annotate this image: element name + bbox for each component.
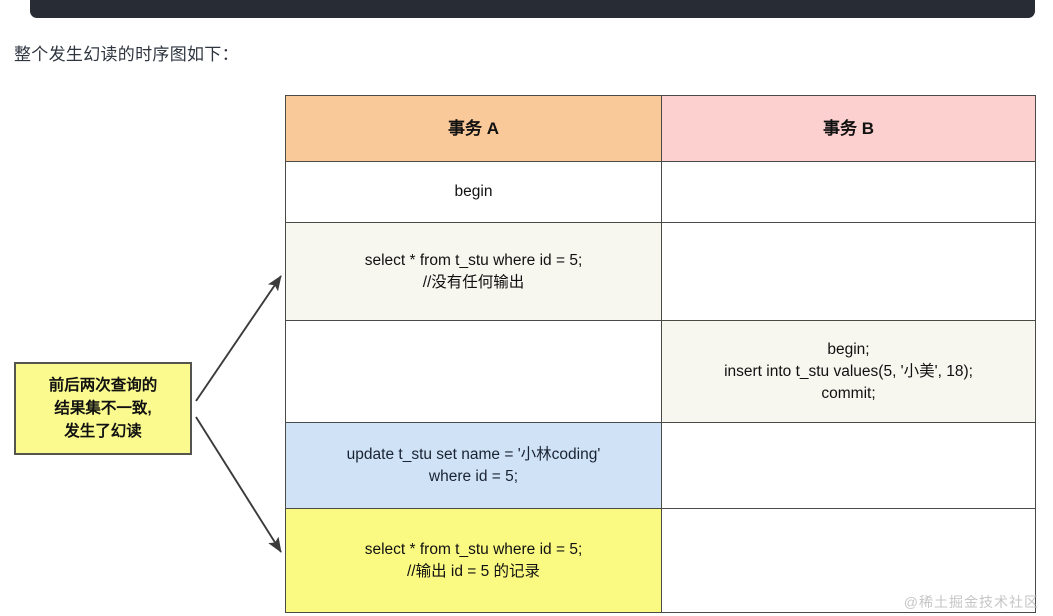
cell-b-empty [661,161,1036,223]
header-transaction-a: 事务 A [285,95,662,162]
cell-a-select-first: select * from t_stu where id = 5; //没有任何… [285,222,662,321]
cell-line: where id = 5; [428,467,519,485]
code-block-header-bar [30,0,1035,18]
page-caption: 整个发生幻读的时序图如下： [14,45,239,64]
table-row: begin [285,161,1036,223]
cell-b-insert: begin; insert into t_stu values(5, '小美',… [661,320,1036,423]
annotation-line: 前后两次查询的 [48,377,158,394]
cell-b-empty [661,222,1036,321]
site-watermark: @稀土掘金技术社区 [903,594,1039,610]
header-transaction-b: 事务 B [661,95,1036,162]
table-row: select * from t_stu where id = 5; //输出 i… [285,508,1036,613]
cell-line: //没有任何输出 [422,273,525,291]
transaction-sequence-table: 事务 A 事务 B begin select * from t_stu wher… [285,95,1036,613]
table-row: update t_stu set name = '小林coding' where… [285,422,1036,509]
arrow-to-first-select [195,275,282,402]
cell-line: commit; [821,384,876,402]
cell-line: select * from t_stu where id = 5; [364,251,583,269]
cell-line: select * from t_stu where id = 5; [364,540,583,558]
table-header-row: 事务 A 事务 B [285,95,1036,162]
cell-b-empty [661,508,1036,613]
cell-a-begin: begin [285,161,662,223]
cell-a-update: update t_stu set name = '小林coding' where… [285,422,662,509]
cell-a-select-second: select * from t_stu where id = 5; //输出 i… [285,508,662,613]
cell-line: begin; [827,340,870,358]
cell-line: //输出 id = 5 的记录 [406,562,541,580]
table-row: select * from t_stu where id = 5; //没有任何… [285,222,1036,321]
cell-b-empty [661,422,1036,509]
phantom-read-annotation-box: 前后两次查询的 结果集不一致, 发生了幻读 [14,362,192,455]
cell-line: begin [454,183,493,200]
arrow-to-second-select [195,416,282,553]
cell-a-empty [285,320,662,423]
cell-line: insert into t_stu values(5, '小美', 18); [724,362,973,380]
table-row: begin; insert into t_stu values(5, '小美',… [285,320,1036,423]
annotation-line: 结果集不一致, [54,400,152,417]
annotation-line: 发生了幻读 [64,423,142,440]
cell-line: update t_stu set name = '小林coding' [346,445,601,463]
